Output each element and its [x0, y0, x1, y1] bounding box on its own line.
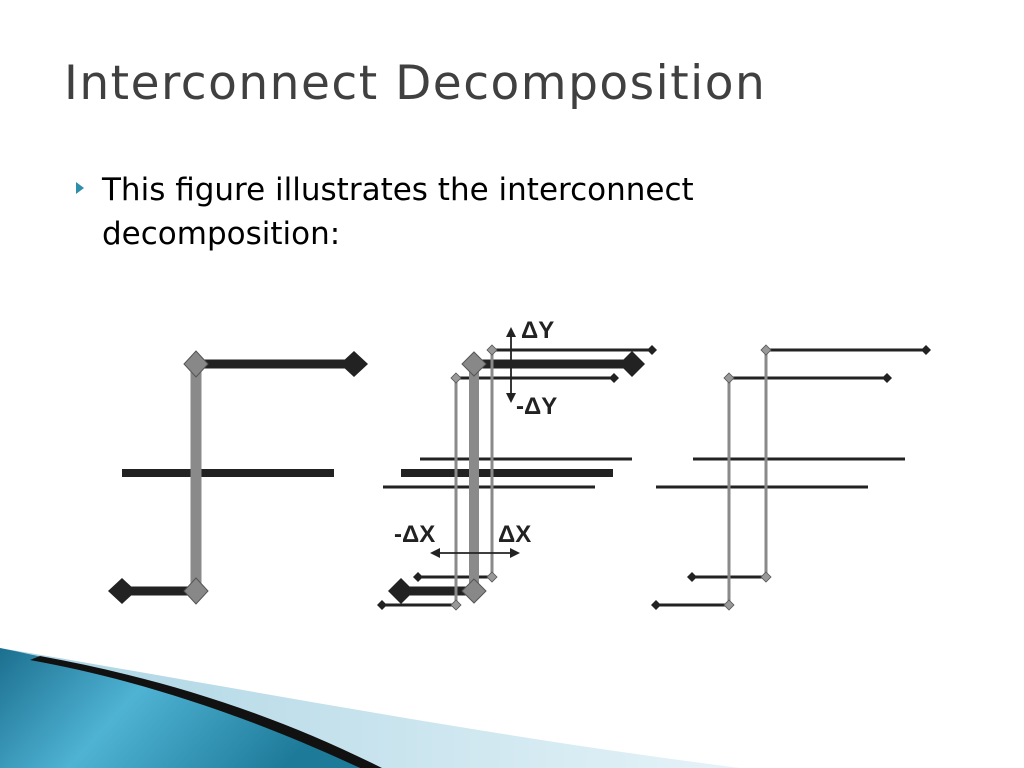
- original-interconnect: [108, 350, 368, 605]
- pin-diamond: [687, 572, 697, 582]
- via-diamond: [450, 599, 462, 611]
- bullet-item: This figure illustrates the interconnect…: [76, 168, 876, 256]
- bullet-text: This figure illustrates the interconnect…: [102, 172, 694, 252]
- delta-y-up-label: ΔY: [521, 317, 554, 344]
- pin-diamond: [413, 572, 423, 582]
- pin-diamond: [388, 578, 414, 604]
- footer-teal-band: [0, 648, 360, 768]
- pin-diamond: [651, 600, 661, 610]
- pin-diamond: [882, 373, 892, 383]
- pin-diamond: [921, 345, 931, 355]
- via-diamond: [760, 344, 772, 356]
- footer-decoration: [0, 648, 740, 768]
- via-diamond: [183, 350, 209, 378]
- pin-diamond: [108, 578, 136, 604]
- shifted-overlay: ΔY -ΔY -ΔX ΔX: [377, 317, 657, 611]
- via-diamond: [486, 571, 498, 583]
- pin-diamond: [619, 351, 645, 377]
- via-diamond: [450, 372, 462, 384]
- decomposed-interconnect: [651, 344, 931, 611]
- via-diamond: [461, 578, 487, 604]
- delta-y-down-label: -ΔY: [516, 393, 557, 420]
- via-diamond: [760, 571, 772, 583]
- via-diamond: [486, 344, 498, 356]
- interconnect-figure: ΔY -ΔY -ΔX ΔX: [108, 317, 931, 611]
- slide-title: Interconnect Decomposition: [64, 56, 767, 111]
- delta-x-left-label: -ΔX: [394, 521, 435, 548]
- via-diamond: [461, 351, 487, 377]
- pin-diamond: [340, 351, 368, 377]
- bullet-arrow-icon: [76, 182, 84, 194]
- via-diamond: [723, 599, 735, 611]
- pin-diamond: [609, 373, 619, 383]
- pin-diamond: [377, 600, 387, 610]
- pin-diamond: [647, 345, 657, 355]
- via-diamond: [723, 372, 735, 384]
- footer-dark-stripe: [30, 656, 382, 768]
- via-diamond: [183, 577, 209, 605]
- delta-x-right-label: ΔX: [498, 521, 531, 548]
